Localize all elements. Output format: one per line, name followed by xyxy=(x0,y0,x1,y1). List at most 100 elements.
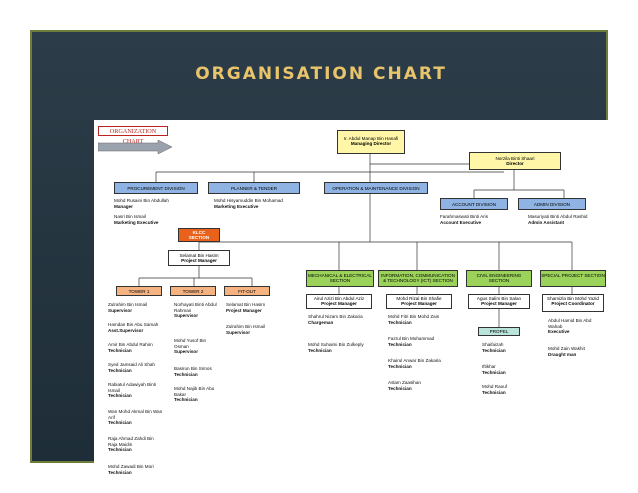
special-project-section-box: SPECIAL PROJECT SECTION xyxy=(540,270,606,287)
staff-name: Amir Bin Abdul Rahim xyxy=(108,342,153,347)
staff-role: Technician xyxy=(388,385,412,391)
tower-2-box: TOWER 2 xyxy=(170,286,216,296)
org-chart-label: ORGANIZATION CHART xyxy=(98,126,168,145)
staff-role: Technician xyxy=(482,347,506,353)
staff-name: Fazrul Bin Mohammad xyxy=(388,336,435,341)
mech-elec-section-box: MECHANICAL & ELECTRICAL SECTION xyxy=(306,270,374,287)
director-box: Norzila Binti Shaari Director xyxy=(469,152,561,170)
staff-name: Mohd Zawadi Bin Mori xyxy=(108,464,154,469)
staff-name: Iftikhar xyxy=(482,364,496,369)
staff-name: Shaifaizah xyxy=(482,342,504,347)
staff-name: Norhayati Binti Abdul Rahman xyxy=(174,302,217,313)
mech-pm-box: Airul Azizi Bin Abdul Aziz Project Manag… xyxy=(306,294,372,309)
staff-role: Technician xyxy=(388,319,412,325)
klcc-pm-name: Selamat Bin Hasim xyxy=(179,253,219,258)
procurement-staff-1: Mohd Rusaini Bin Abdullah Manager xyxy=(114,198,194,209)
pm-name: Shamizla Bin Mohd Yazid xyxy=(547,296,599,301)
account-division-box: ACCOUNT DIVISION xyxy=(440,198,508,210)
slide: ORGANISATION CHART xyxy=(30,30,612,483)
fit-out-box: FIT-OUT xyxy=(224,286,270,296)
staff-role: Technician xyxy=(482,389,506,395)
staff-role: Technician xyxy=(108,420,132,426)
staff-role: Technician xyxy=(482,369,506,375)
staff-role: Chargeman xyxy=(308,319,334,325)
md-name: Ir. Abdul Manap Bin Hanafi xyxy=(343,136,399,141)
staff-name: Mohd Hisyamuddin Bin Mohamad xyxy=(214,198,283,203)
staff-role: Technician xyxy=(388,341,412,347)
staff-role: Technician xyxy=(174,371,198,377)
staff-name: Mohd Rusaini Bin Abdullah xyxy=(114,198,169,203)
staff-role: Executive xyxy=(548,329,570,335)
staff-name: Abdul Hamid Bin Abd Wahab xyxy=(548,318,592,329)
org-chart-image: ORGANIZATION CHART Ir. Abdul Manap Bin H… xyxy=(94,120,612,483)
staff-role: Marketing Executive xyxy=(114,219,159,225)
staff-role: Marketing Executive xyxy=(214,203,259,209)
ict-section-box: INFORMATION, COMMUNICATION & TECHNOLOGY … xyxy=(378,270,458,287)
staff-name: Selamat Bin Hasim xyxy=(226,302,266,307)
staff-role: Technician xyxy=(108,447,132,453)
staff-role: Supervisor xyxy=(226,329,250,335)
staff-name: Mohd Raouf xyxy=(482,384,508,389)
planner-tender-box: PLANNER & TENDER xyxy=(208,182,300,194)
account-staff: Farahmaswati Binti Aris Account Executiv… xyxy=(440,214,512,225)
staff-role: Technician xyxy=(308,347,332,353)
procurement-division-box: PROCUREMENT DIVISION xyxy=(114,182,198,194)
staff-name: Masuriyati Binti Abdul Rashid xyxy=(528,214,588,219)
md-role: Managing Director xyxy=(350,141,392,147)
staff-role: Supervisor xyxy=(174,313,198,319)
staff-role: Technician xyxy=(108,367,132,373)
special-pm-box: Shamizla Bin Mohd Yazid Project Coordina… xyxy=(542,294,604,312)
staff-name: Basirun Bin Sirnos xyxy=(174,366,212,371)
staff-name: Zulrahim Bin Ismail xyxy=(108,302,148,307)
staff-name: Farahmaswati Binti Aris xyxy=(440,214,488,219)
staff-role: Supervisor xyxy=(174,349,198,355)
staff-role: Admin Assistant xyxy=(528,219,565,225)
slide-title: ORGANISATION CHART xyxy=(195,64,447,84)
staff-name: Syed Jamsaid Ali Shah xyxy=(108,362,155,367)
propel-box: PROPEL xyxy=(478,327,520,336)
klcc-pm-box: Selamat Bin Hasim Project Manager xyxy=(168,250,230,266)
admin-division-box: ADMIN DIVISION xyxy=(518,198,586,210)
pm-name: Agus Salim Bin Salan xyxy=(476,296,522,301)
managing-director-box: Ir. Abdul Manap Bin Hanafi Managing Dire… xyxy=(337,130,405,154)
klcc-section-label: SECTION xyxy=(188,235,210,241)
staff-name: Nasri Bin Ismail xyxy=(114,214,146,219)
staff-role: Supervisor xyxy=(108,307,132,313)
staff-name: Mohd Suhaimi Bin Zulkeply xyxy=(308,342,364,347)
klcc-section-box: KLCC SECTION xyxy=(178,228,220,242)
klcc-label: KLCC xyxy=(192,230,206,235)
director-name: Norzila Binti Shaari xyxy=(495,156,535,161)
tower-1-box: TOWER 1 xyxy=(116,286,162,296)
staff-role: Draught man xyxy=(548,351,577,357)
ict-pm-box: Mohd Rizal Bin Shafie Project Manager xyxy=(386,294,452,309)
klcc-pm-role: Project Manager xyxy=(181,258,217,264)
staff-name: Aslam Zaasihan xyxy=(388,380,421,385)
civil-section-box: CIVIL ENGINEERING SECTION xyxy=(466,270,532,287)
procurement-staff-2: Nasri Bin Ismail Marketing Executive xyxy=(114,214,194,225)
pm-role: Project Manager xyxy=(321,301,357,307)
staff-name: Hamdan Bin Abu Samah xyxy=(108,322,159,327)
director-role: Director xyxy=(506,161,524,167)
staff-role: Technician xyxy=(388,363,412,369)
staff-role: Technician xyxy=(108,347,132,353)
planner-staff: Mohd Hisyamuddin Bin Mohamad Marketing E… xyxy=(214,198,304,209)
staff-name: Raja Ahmad Zahdi Bin Raja Maidin xyxy=(108,436,154,447)
pm-role: Project Manager xyxy=(481,301,517,307)
